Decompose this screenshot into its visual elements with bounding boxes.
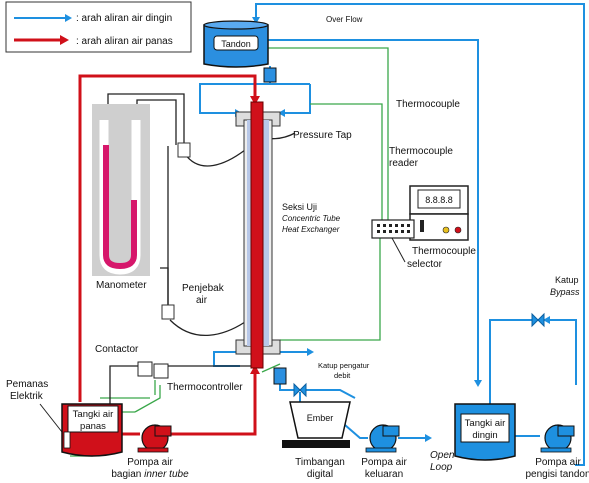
pompa-inner-label-2: bagian inner tube — [111, 469, 189, 480]
tangki-panas-label-1: Tangki air — [73, 409, 114, 420]
katup-bypass-label-1: Katup — [555, 275, 579, 285]
pompa-inner-label-2a: bagian — [111, 469, 144, 480]
flow-fitting — [273, 367, 287, 385]
bypass-valve — [531, 312, 545, 328]
ember-bucket — [282, 401, 351, 448]
ember-label: Ember — [307, 413, 334, 423]
pompa-pengisi-label-1: Pompa air — [535, 457, 581, 468]
pemanas-pointer — [39, 403, 63, 433]
refill-pump — [540, 424, 575, 453]
pressure-tap-fitting-top — [177, 142, 191, 158]
thermocontroller-label: Thermocontroller — [167, 382, 243, 393]
manometer — [92, 104, 150, 276]
seksi-uji-label: Seksi Uji — [282, 202, 317, 212]
pompa-inner-label-1: Pompa air — [127, 457, 173, 468]
heat-exchanger-label: Heat Exchanger — [282, 225, 340, 234]
open-loop-label-1: Open — [430, 450, 455, 461]
thermocouple-reader: 8.8.8.8 — [409, 185, 469, 241]
manometer-label: Manometer — [96, 280, 147, 291]
penjebak-air-fitting — [161, 304, 175, 320]
cold-water-piping — [199, 3, 585, 466]
contactor-box — [137, 361, 153, 377]
katup-debit-label-1: Katup pengatur — [318, 361, 370, 370]
penjebak-label-2: air — [196, 295, 208, 306]
timbangan-label-1: Timbangan — [295, 457, 345, 468]
pressure-tap-label: Pressure Tap — [293, 130, 352, 141]
hot-water-tank — [61, 403, 123, 457]
tandon-tank: Tandon — [203, 20, 277, 83]
flow-control-valve — [293, 382, 307, 398]
pompa-keluaran-label-1: Pompa air — [361, 457, 407, 468]
tandon-valve — [263, 67, 277, 83]
open-loop-label-2: Loop — [430, 462, 453, 473]
inner-tube-pump — [137, 424, 172, 453]
penjebak-label-1: Penjebak — [182, 283, 225, 294]
tc-reader-label-1: Thermocouple — [389, 146, 453, 157]
contactor-label: Contactor — [95, 344, 139, 355]
tangki-dingin-label-1: Tangki air — [465, 418, 506, 429]
thermocouple-label: Thermocouple — [396, 99, 460, 110]
pemanas-label-2: Elektrik — [10, 391, 44, 402]
tc-selector-label-2: selector — [407, 259, 443, 270]
pompa-keluaran-label-2: keluaran — [365, 469, 403, 480]
tc-reader-label-2: reader — [389, 158, 419, 169]
legend-hot-label: : arah aliran air panas — [76, 36, 173, 47]
concentric-tube-heat-exchanger — [235, 101, 281, 369]
pompa-inner-label-2b: inner tube — [144, 469, 189, 480]
tc-selector-label-1: Thermocouple — [412, 246, 476, 257]
legend-box: : arah aliran air dingin : arah aliran a… — [5, 1, 192, 53]
hot-water-piping — [78, 74, 260, 436]
tandon-label: Tandon — [221, 39, 251, 49]
digital-scale — [282, 440, 350, 448]
pemanas-label-1: Pemanas — [6, 379, 48, 390]
tangki-dingin-label-2: dingin — [472, 430, 497, 441]
concentric-tube-label: Concentric Tube — [282, 214, 341, 223]
katup-debit-label-2: debit — [334, 371, 351, 380]
tangki-panas-label-2: panas — [80, 421, 106, 432]
thermocouple-selector — [371, 219, 415, 263]
thermocontroller-box — [153, 363, 169, 379]
pompa-pengisi-label-2: pengisi tandon — [525, 469, 589, 480]
outlet-pump — [365, 424, 400, 453]
katup-bypass-label-2: Bypass — [550, 287, 580, 297]
overflow-label: Over Flow — [326, 15, 363, 24]
cold-water-tank — [454, 403, 516, 461]
reader-display: 8.8.8.8 — [425, 195, 453, 205]
legend-cold-label: : arah aliran air dingin — [76, 13, 172, 24]
timbangan-label-2: digital — [307, 469, 333, 480]
